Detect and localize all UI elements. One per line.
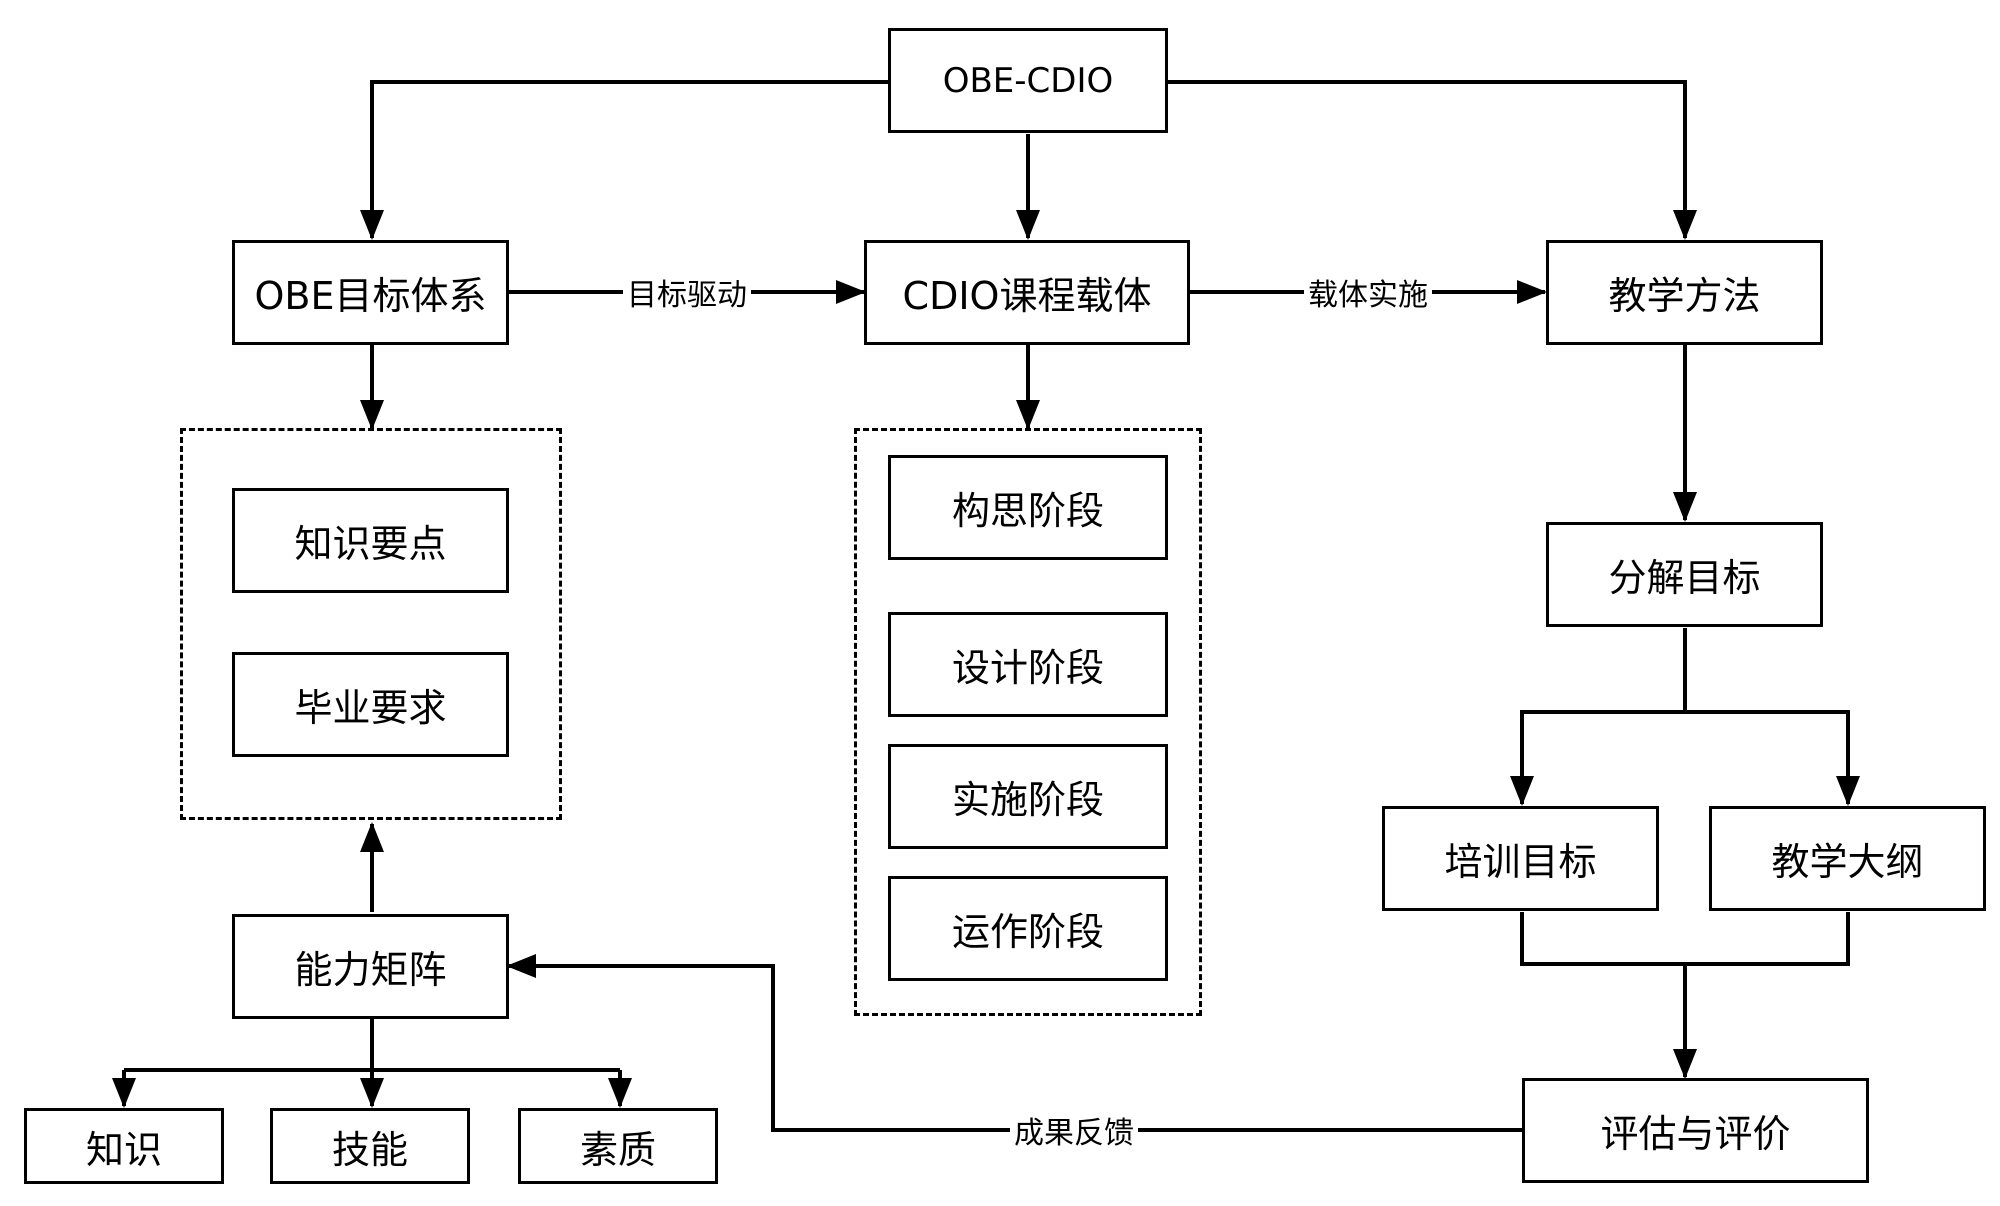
knowledge-points-node: 知识要点 (232, 488, 509, 593)
training-goals-node: 培训目标 (1382, 806, 1659, 911)
ability-matrix-node: 能力矩阵 (232, 914, 509, 1019)
edge-split-to-syllabus (1685, 710, 1860, 806)
teaching-method-node: 教学方法 (1546, 240, 1823, 345)
edge-feedback (506, 954, 1522, 1132)
edge-split-to-training (1510, 710, 1685, 806)
obe-detail-group (180, 428, 562, 820)
knowledge-node: 知识 (24, 1108, 224, 1184)
stage-operate-node: 运作阶段 (888, 876, 1168, 981)
edge-label-carrier-implementation: 载体实施 (1304, 270, 1432, 314)
edge-label-outcome-feedback: 成果反馈 (1010, 1108, 1138, 1152)
edge-root-to-obe (360, 80, 888, 240)
edge-merge-from-training (1520, 912, 1685, 966)
stage-implement-node: 实施阶段 (888, 744, 1168, 849)
cdio-stages-group (854, 428, 1202, 1016)
skills-node: 技能 (270, 1108, 470, 1184)
edge-merge-from-syllabus (1685, 912, 1850, 966)
stage-conceive-node: 构思阶段 (888, 455, 1168, 560)
graduation-requirements-node: 毕业要求 (232, 652, 509, 757)
edge-label-target-driven: 目标驱动 (623, 270, 751, 314)
root-node: OBE-CDIO (888, 28, 1168, 133)
cdio-course-carrier-node: CDIO课程载体 (864, 240, 1190, 345)
decompose-goals-node: 分解目标 (1546, 522, 1823, 627)
teaching-syllabus-node: 教学大纲 (1709, 806, 1986, 911)
edge-root-to-method (1168, 80, 1697, 240)
stage-design-node: 设计阶段 (888, 612, 1168, 717)
assessment-node: 评估与评价 (1522, 1078, 1869, 1183)
quality-node: 素质 (518, 1108, 718, 1184)
obe-target-system-node: OBE目标体系 (232, 240, 509, 345)
